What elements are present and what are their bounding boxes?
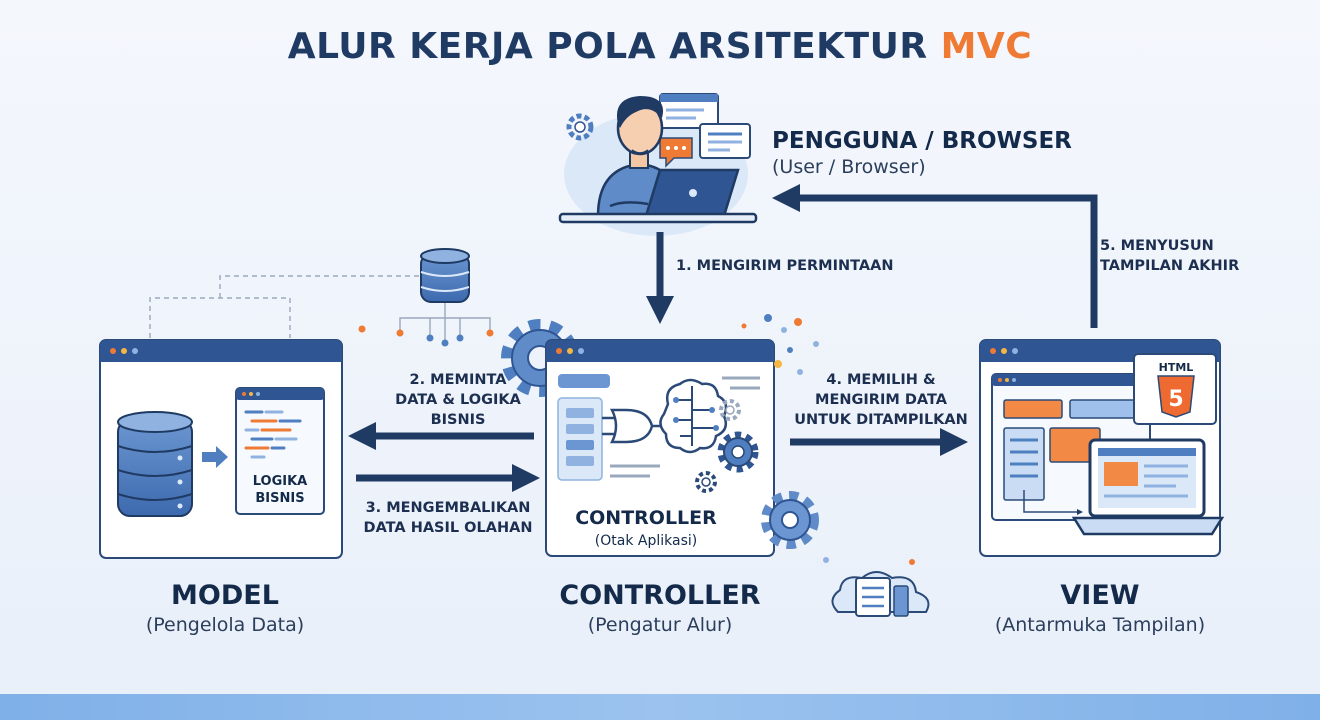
step-2-label: 2. MEMINTA DATA & LOGIKA BISNIS — [372, 370, 544, 430]
controller-inner-title: CONTROLLER — [575, 507, 717, 529]
user-subtitle: (User / Browser) — [772, 156, 926, 178]
user-title: PENGGUNA / BROWSER — [772, 128, 1072, 154]
html5-icon: HTML 5 — [1133, 353, 1217, 425]
diagram-title: ALUR KERJA POLA ARSITEKTUR MVC — [0, 26, 1320, 67]
decorative-dots — [741, 314, 915, 565]
tiny-gear-icon — [695, 471, 717, 493]
view-subtitle: (Antarmuka Tampilan) — [994, 614, 1206, 636]
step-2-line3: BISNIS — [430, 412, 486, 428]
small-gear-icon — [719, 399, 741, 421]
brain-circuit-icon — [659, 378, 728, 454]
controller-window: CONTROLLER (Otak Aplikasi) — [545, 339, 775, 557]
controller-inner-subtitle: (Otak Aplikasi) — [595, 533, 697, 549]
step-1-label: 1. MENGIRIM PERMINTAAN — [676, 258, 894, 274]
step-4-label: 4. MEMILIH & MENGIRIM DATA UNTUK DITAMPI… — [786, 370, 976, 430]
browser-window-icon — [659, 93, 719, 129]
bottom-gear-icon — [761, 491, 819, 549]
view-title: VIEW — [1060, 580, 1140, 611]
database-icon — [117, 411, 193, 517]
step-2-line2: DATA & LOGIKA — [395, 392, 521, 408]
step-5-line2: TAMPILAN AKHIR — [1100, 258, 1240, 274]
html-badge-number: 5 — [1168, 387, 1183, 412]
cloud-server-icon — [831, 571, 930, 617]
html-badge-label: HTML — [1159, 361, 1194, 374]
title-accent: MVC — [940, 26, 1033, 67]
flow-arrows — [348, 184, 1098, 492]
view-window: HTML 5 — [979, 339, 1225, 557]
model-subtitle: (Pengelola Data) — [145, 614, 305, 636]
settings-gear-icon — [566, 113, 594, 141]
business-logic-panel: LOGIKA BISNIS — [235, 387, 325, 515]
chat-bubble-icon — [659, 137, 693, 168]
arrow-final-render — [772, 184, 1098, 328]
step-4-line2: MENGIRIM DATA — [815, 392, 947, 408]
title-main: ALUR KERJA POLA ARSITEKTUR — [287, 26, 941, 67]
controller-subtitle: (Pengatur Alur) — [587, 614, 733, 636]
logic-gate-icon — [602, 408, 664, 444]
logic-label-line1: LOGIKA — [253, 474, 308, 489]
message-card-icon — [699, 123, 751, 159]
step-3-line1: 3. MENGEMBALIKAN — [365, 500, 531, 516]
laptop-icon — [1071, 438, 1225, 536]
step-2-line1: 2. MEMINTA — [409, 372, 507, 388]
logic-label-line2: BISNIS — [255, 491, 304, 506]
step-5-label: 5. MENYUSUN TAMPILAN AKHIR — [1100, 236, 1239, 276]
model-inner-arrow-icon — [202, 446, 228, 468]
user-illustration — [558, 93, 758, 236]
top-database-icon — [358, 248, 494, 347]
medium-gear-icon — [717, 431, 759, 473]
step-5-line1: 5. MENYUSUN — [1100, 238, 1214, 254]
model-title: MODEL — [171, 580, 279, 611]
step-4-line1: 4. MEMILIH & — [826, 372, 936, 388]
bottom-bar — [0, 694, 1320, 720]
controller-title: CONTROLLER — [559, 580, 761, 611]
dashed-connectors — [149, 275, 420, 338]
step-3-line2: DATA HASIL OLAHAN — [363, 520, 533, 536]
step-3-label: 3. MENGEMBALIKAN DATA HASIL OLAHAN — [350, 498, 546, 538]
model-window: LOGIKA BISNIS — [99, 339, 343, 559]
step-4-line3: UNTUK DITAMPILKAN — [794, 412, 968, 428]
